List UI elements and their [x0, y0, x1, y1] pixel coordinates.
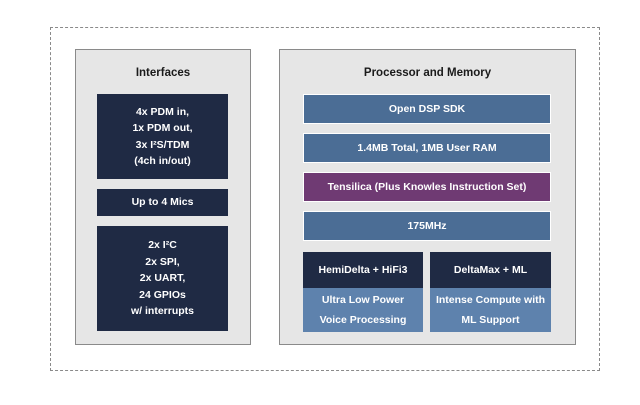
interfaces-title: Interfaces: [135, 67, 191, 79]
sdk-block: Open DSP SDK: [303, 94, 551, 124]
core-left-desc-1: Ultra Low Power: [321, 294, 405, 306]
core-right-name: DeltaMax + ML: [453, 264, 528, 276]
audio-line-4: (4ch in/out): [134, 155, 191, 167]
audio-interfaces-block: 4x PDM in, 1x PDM out, 3x I²S/TDM (4ch i…: [97, 94, 228, 179]
core-right-desc-2: ML Support: [461, 314, 520, 326]
clock-block: 175MHz: [303, 211, 551, 241]
ram-label: 1.4MB Total, 1MB User RAM: [357, 142, 497, 154]
core-left-desc-2: Voice Processing: [319, 314, 407, 326]
periph-line-5: w/ interrupts: [130, 305, 194, 318]
mics-label: Up to 4 Mics: [131, 196, 194, 209]
audio-line-3: 3x I²S/TDM: [135, 138, 190, 151]
core-right-header: DeltaMax + ML: [430, 252, 551, 288]
ram-block: 1.4MB Total, 1MB User RAM: [303, 133, 551, 163]
core-right-desc-1: Intense Compute with: [435, 294, 546, 306]
core-left-header: HemiDelta + HiFi3: [303, 252, 423, 288]
outer-dashed-frame: [50, 27, 600, 371]
interfaces-panel: Interfaces 4x PDM in, 1x PDM out, 3x I²S…: [75, 49, 251, 345]
core-left-name: HemiDelta + HiFi3: [318, 264, 408, 276]
clock-label: 175MHz: [407, 220, 447, 232]
periph-line-2: 2x SPI,: [145, 255, 180, 268]
tensilica-label: Tensilica (Plus Knowles Instruction Set): [327, 181, 527, 193]
processor-memory-panel: Processor and Memory Open DSP SDK 1.4MB …: [279, 49, 576, 345]
processor-title: Processor and Memory: [363, 67, 492, 79]
periph-line-4: 24 GPIOs: [139, 288, 186, 301]
mics-block: Up to 4 Mics: [97, 189, 228, 216]
periph-line-1: 2x I²C: [148, 239, 177, 252]
sdk-label: Open DSP SDK: [388, 103, 466, 115]
peripheral-interfaces-block: 2x I²C 2x SPI, 2x UART, 24 GPIOs w/ inte…: [97, 226, 228, 331]
core-right-description: Intense Compute with ML Support: [430, 288, 551, 332]
tensilica-block: Tensilica (Plus Knowles Instruction Set): [303, 172, 551, 202]
audio-line-1: 4x PDM in,: [135, 105, 190, 118]
periph-line-3: 2x UART,: [139, 272, 186, 285]
core-left-description: Ultra Low Power Voice Processing: [303, 288, 423, 332]
audio-line-2: 1x PDM out,: [132, 122, 193, 134]
